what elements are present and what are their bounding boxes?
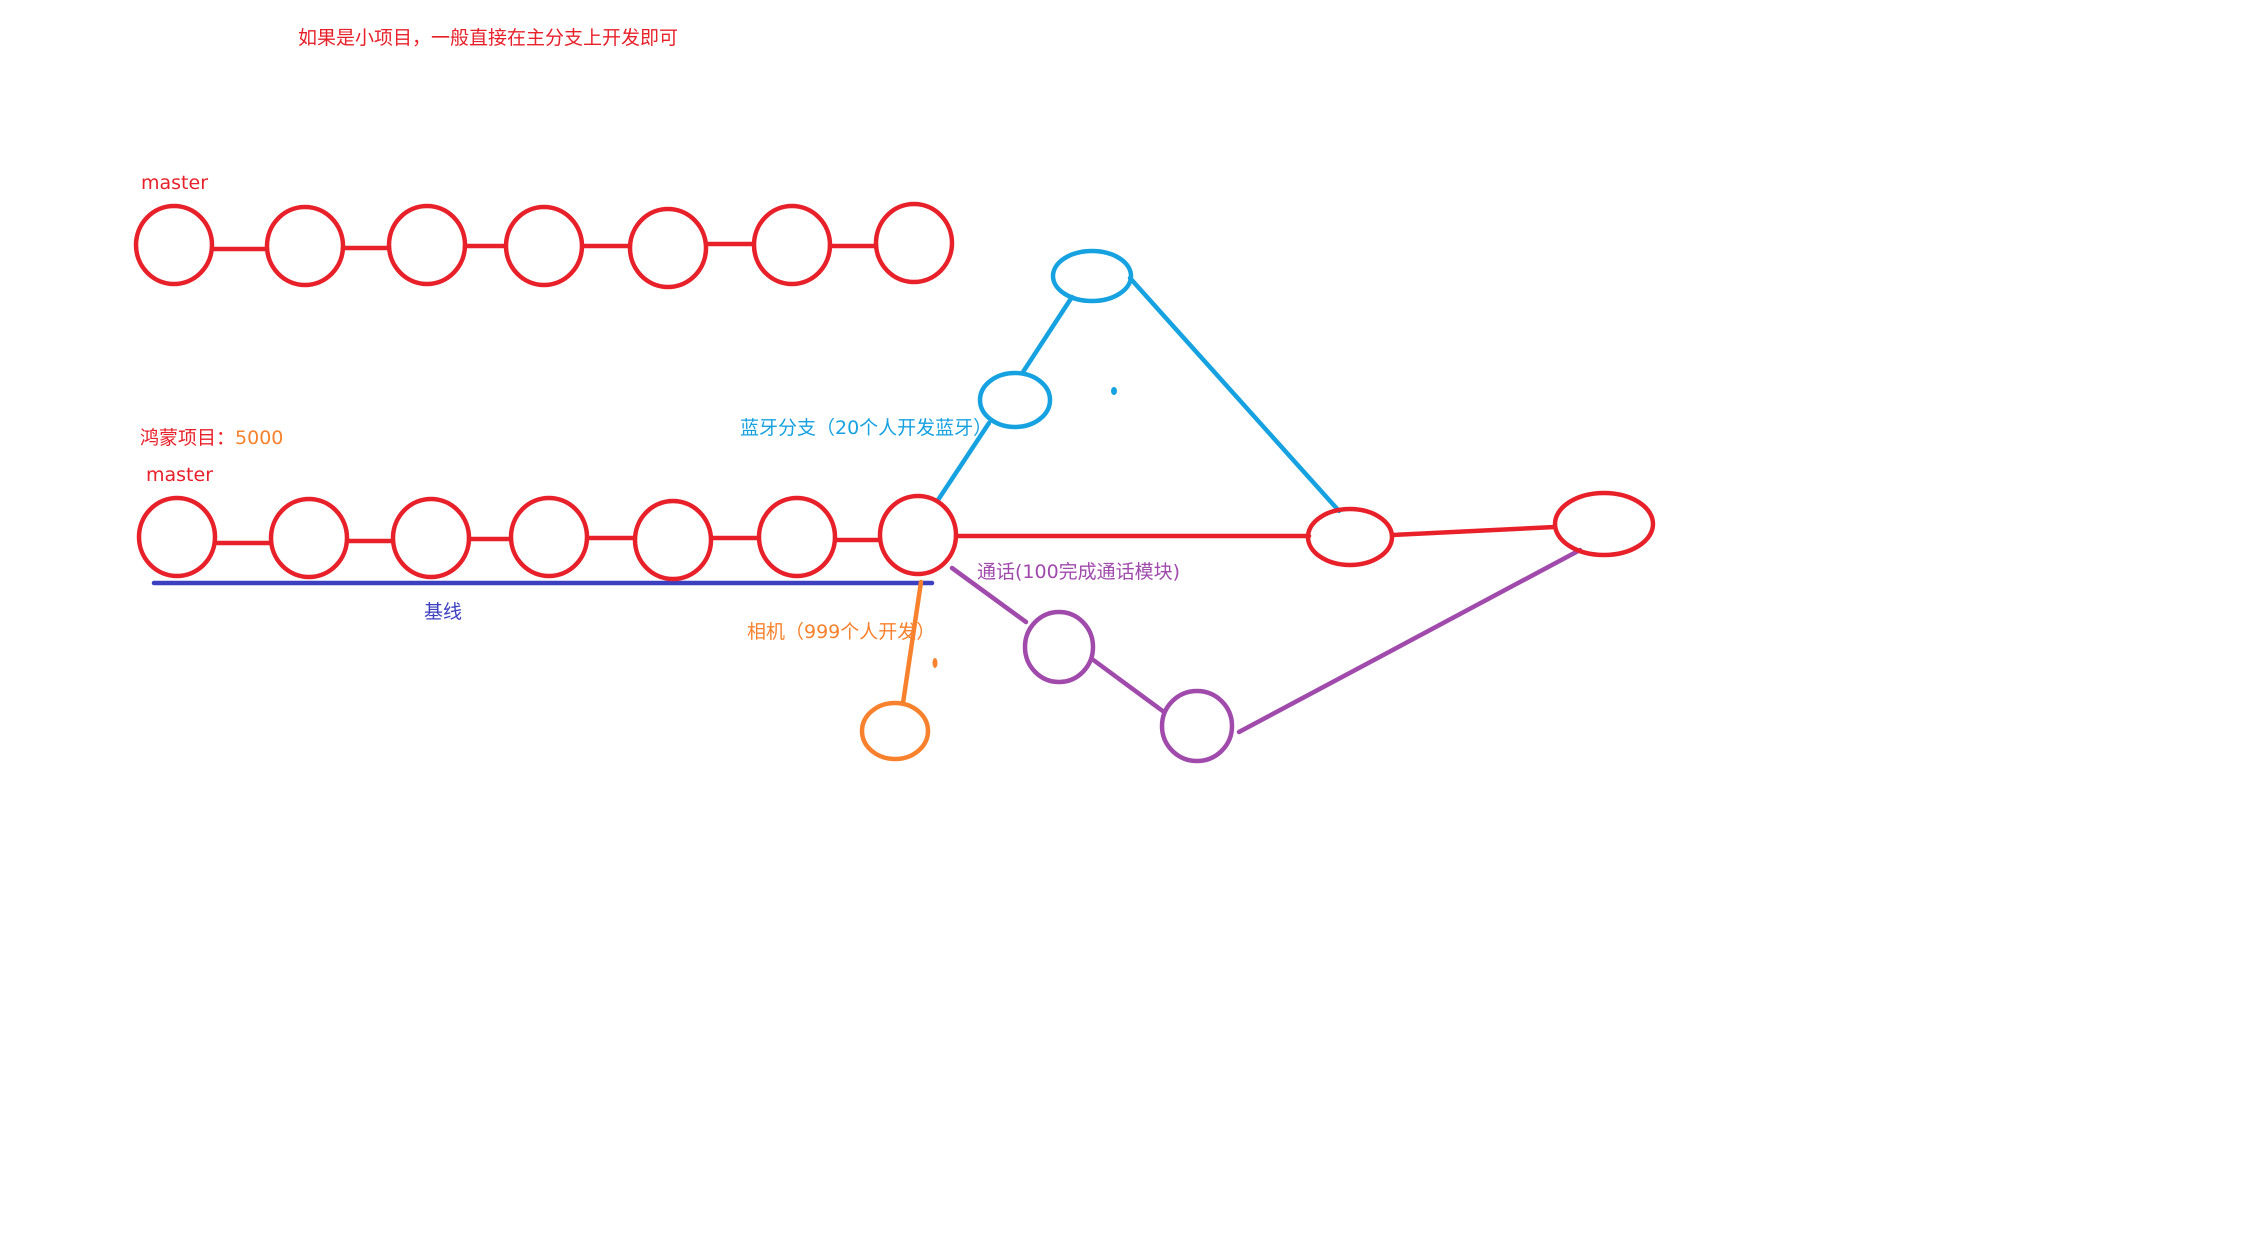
bluetooth-merge-commit xyxy=(1305,506,1395,568)
bottom-commit-6 xyxy=(756,495,838,579)
top-commit-4 xyxy=(503,204,585,288)
call-merge-commit xyxy=(1552,490,1656,558)
project-count: 5000 xyxy=(235,427,283,449)
bottom-commit-3 xyxy=(390,496,472,580)
top-commit-3 xyxy=(386,203,468,287)
diagram-title: 如果是小项目，一般直接在主分支上开发即可 xyxy=(298,27,678,49)
camera-commit-1 xyxy=(859,700,931,762)
call-edge-2 xyxy=(1089,656,1167,715)
bluetooth-branch-label: 蓝牙分支（20个人开发蓝牙） xyxy=(740,417,992,439)
baseline-label: 基线 xyxy=(424,601,462,623)
master-label-bottom: master xyxy=(146,464,213,486)
project-name: 鸿蒙项目： xyxy=(140,427,235,449)
blue-dot-mark xyxy=(1111,387,1117,395)
top-commit-6 xyxy=(751,203,833,287)
bluetooth-commit-1 xyxy=(977,370,1053,430)
bottom-master-commits xyxy=(136,490,1656,582)
bottom-commit-1 xyxy=(136,495,218,579)
bluetooth-merge-edge xyxy=(1127,275,1342,514)
call-branch xyxy=(949,547,1583,764)
bluetooth-branch xyxy=(935,248,1342,514)
master-label-top: master xyxy=(141,172,208,194)
bottom-master-edges xyxy=(213,524,1558,546)
top-master-edges xyxy=(210,241,878,252)
bluetooth-edge-2 xyxy=(1020,294,1075,375)
bluetooth-edge-1 xyxy=(935,420,992,503)
bottom-commit-4 xyxy=(508,495,590,579)
top-master-commits xyxy=(133,201,955,290)
top-commit-1 xyxy=(133,203,215,287)
camera-branch-label: 相机（999个人开发） xyxy=(747,621,935,643)
bottom-commit-branch-point xyxy=(877,493,959,577)
bottom-commit-2 xyxy=(268,496,350,580)
call-edge-1 xyxy=(949,565,1029,625)
call-commit-2 xyxy=(1159,688,1235,764)
project-label: 鸿蒙项目：5000 xyxy=(140,427,283,449)
call-branch-label: 通话(100完成通话模块) xyxy=(977,561,1180,583)
master-final-edge xyxy=(1389,524,1558,538)
orange-dot-mark xyxy=(932,658,938,668)
top-commit-7 xyxy=(873,201,955,285)
call-merge-edge xyxy=(1236,547,1583,735)
top-commit-5 xyxy=(627,206,709,290)
camera-branch xyxy=(859,579,938,762)
call-commit-1 xyxy=(1022,609,1096,685)
camera-edge-1 xyxy=(900,579,924,706)
bluetooth-commit-2 xyxy=(1050,248,1134,304)
top-commit-2 xyxy=(264,204,346,288)
bottom-commit-5 xyxy=(632,498,714,582)
